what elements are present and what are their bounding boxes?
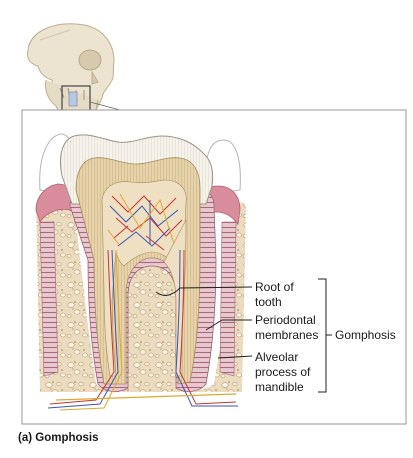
alveolar-bone <box>36 195 246 392</box>
periodontal-line-1: Periodontal <box>255 313 316 327</box>
periodontal-line-2: membranes <box>255 328 319 342</box>
leader-lines <box>155 286 253 359</box>
gomphosis-bracket-label: Gomphosis <box>335 328 396 342</box>
alveolar-line-3: mandible <box>255 380 304 394</box>
root-of-tooth-label: Root of tooth <box>255 280 294 310</box>
periodontal-membranes-label: Periodontal membranes <box>255 313 318 343</box>
alveolar-line-2: process of <box>255 365 311 379</box>
skull-thumbnail <box>23 23 121 119</box>
pulp-cavity <box>101 179 187 377</box>
figure-caption: (a) Gomphosis <box>18 432 99 444</box>
alveolar-process-label: Alveolar process of mandible <box>255 350 310 395</box>
gomphosis-bracket <box>318 278 332 393</box>
pulp-vessels <box>47 193 238 411</box>
root-of-tooth-line-2: tooth <box>255 295 282 309</box>
root-of-tooth-line-1: Root of <box>255 280 294 294</box>
alveolar-line-1: Alveolar <box>255 350 299 364</box>
tooth-cross-section <box>35 133 246 411</box>
